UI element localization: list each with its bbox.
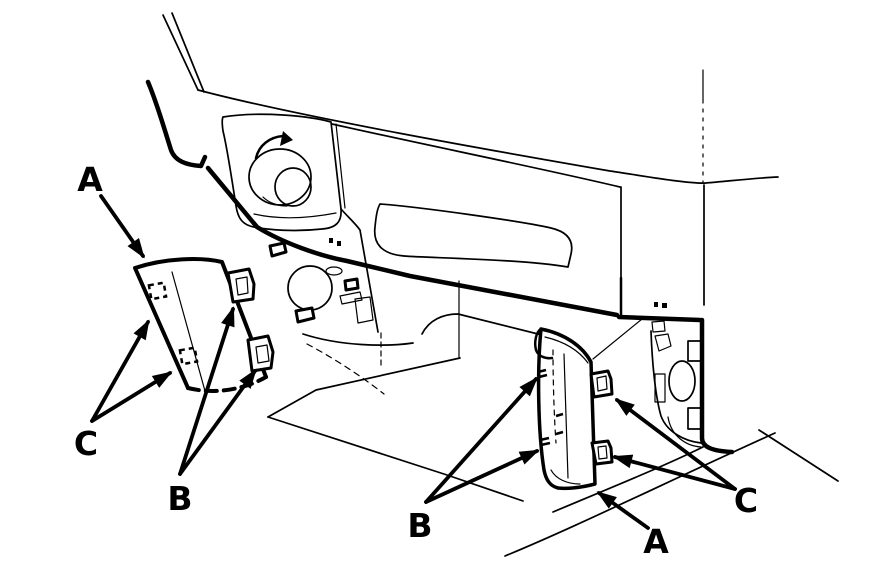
dash-pocket xyxy=(373,203,573,268)
right-panel-clip-mark-2 xyxy=(555,412,564,436)
round-opening-inner xyxy=(274,167,312,207)
left-panel-outline xyxy=(133,257,268,390)
console-oval-hole xyxy=(668,360,696,402)
callout-label-b-right: B xyxy=(407,506,432,545)
right-panel-clip-c1 xyxy=(589,369,614,399)
right-panel-bottom-inner xyxy=(550,469,581,485)
round-opening-outer xyxy=(248,148,312,206)
knob-arc-tip xyxy=(280,131,293,146)
arrow-b-right-2 xyxy=(424,449,540,504)
console-corner-line xyxy=(592,318,643,360)
dash-top-edge xyxy=(197,89,779,184)
right-panel-top-inner-edge xyxy=(544,336,589,364)
right-panel-dashed-crease xyxy=(552,349,557,444)
arrow-c-right-2 xyxy=(612,454,737,491)
slot-2 xyxy=(294,306,316,324)
pocket-outline xyxy=(373,203,573,268)
console-top-edge xyxy=(616,314,703,323)
bezel-edge-line xyxy=(335,123,346,209)
callout-label-c-right: C xyxy=(734,481,758,520)
callout-labels: A C B B A C xyxy=(74,160,758,561)
callout-label-a-left: A xyxy=(77,160,103,199)
under-dash-details xyxy=(268,238,414,346)
knob-lower-arc xyxy=(262,196,288,207)
under-dash-hole xyxy=(287,265,333,311)
carpet-line-3 xyxy=(758,429,839,482)
right-panel-clip-mark-1 xyxy=(537,368,548,379)
left-panel-clip-b1-inner xyxy=(235,276,249,296)
right-trim-panel xyxy=(533,327,614,491)
console-dot-1 xyxy=(654,302,658,307)
callout-label-c-left: C xyxy=(74,424,98,463)
carpet-line-1 xyxy=(504,432,776,557)
slot-1 xyxy=(268,241,288,258)
under-dash-bottom-curve xyxy=(302,333,414,346)
left-panel-clip-mark-2 xyxy=(178,346,199,366)
right-panel-clip-mark-3 xyxy=(539,436,551,447)
arrow-a-right xyxy=(596,491,650,530)
left-panel-clip-mark-1 xyxy=(147,281,168,301)
console-flap xyxy=(654,333,672,352)
right-panel-crease xyxy=(563,353,569,479)
heavy-dash-edge xyxy=(145,79,620,318)
leader-arrows xyxy=(90,194,737,530)
dot-2 xyxy=(337,241,341,246)
footwell-bottom-edge xyxy=(267,416,524,502)
center-console xyxy=(421,69,735,455)
left-panel-bottom-dashed xyxy=(186,375,268,393)
arrow-c-left-1 xyxy=(90,319,150,423)
slot-oval xyxy=(325,266,343,276)
right-panel-top-tab xyxy=(533,327,554,360)
right-panel-outline xyxy=(536,327,597,491)
left-panel-clip-b1 xyxy=(226,267,256,304)
dash-side-edge xyxy=(340,208,379,333)
right-panel-clip-c2 xyxy=(590,439,614,466)
arrow-a-left xyxy=(99,194,145,259)
console-under-oval-curve xyxy=(667,416,702,448)
callout-label-b-left: B xyxy=(167,479,192,518)
arrow-c-right-1 xyxy=(614,398,737,491)
carpet-contour-dashed xyxy=(306,343,385,395)
left-panel-clip-b2 xyxy=(246,334,275,373)
right-panel-clip-c2-inner xyxy=(597,445,608,460)
footwell-top-edge xyxy=(267,357,461,418)
left-trim-panel xyxy=(133,257,275,393)
console-face-curve xyxy=(650,330,702,444)
arrow-c-left-2 xyxy=(90,371,173,423)
knob-arc xyxy=(254,134,285,160)
bezel-bottom-line xyxy=(253,212,337,219)
right-panel-clip-marks xyxy=(537,368,564,447)
pillar-lower-edge xyxy=(145,79,208,169)
a-pillar-line-outer xyxy=(162,14,199,91)
callout-label-a-right: A xyxy=(643,522,669,561)
a-pillar-line-inner xyxy=(171,12,205,93)
console-slot-c xyxy=(687,407,702,430)
dot-1 xyxy=(329,238,333,243)
arrow-b-left-1 xyxy=(178,306,235,476)
left-panel-crease xyxy=(171,271,206,392)
console-slot-a xyxy=(651,320,666,333)
arrow-b-right-1 xyxy=(424,376,538,504)
left-panel-clip-b2-inner xyxy=(255,344,270,364)
lower-dash-edge xyxy=(205,165,620,318)
console-slot-d xyxy=(654,373,666,403)
console-recess-edge xyxy=(421,313,547,337)
right-panel-clip-c1-inner xyxy=(596,375,608,392)
slot-5 xyxy=(354,296,374,324)
console-right-edge xyxy=(699,317,735,455)
dash-crease xyxy=(331,123,621,188)
slot-4 xyxy=(339,291,363,305)
arrow-b-left-2 xyxy=(178,368,257,476)
console-dot-2 xyxy=(662,303,667,308)
console-slot-b xyxy=(687,340,702,362)
slot-3 xyxy=(343,277,360,292)
